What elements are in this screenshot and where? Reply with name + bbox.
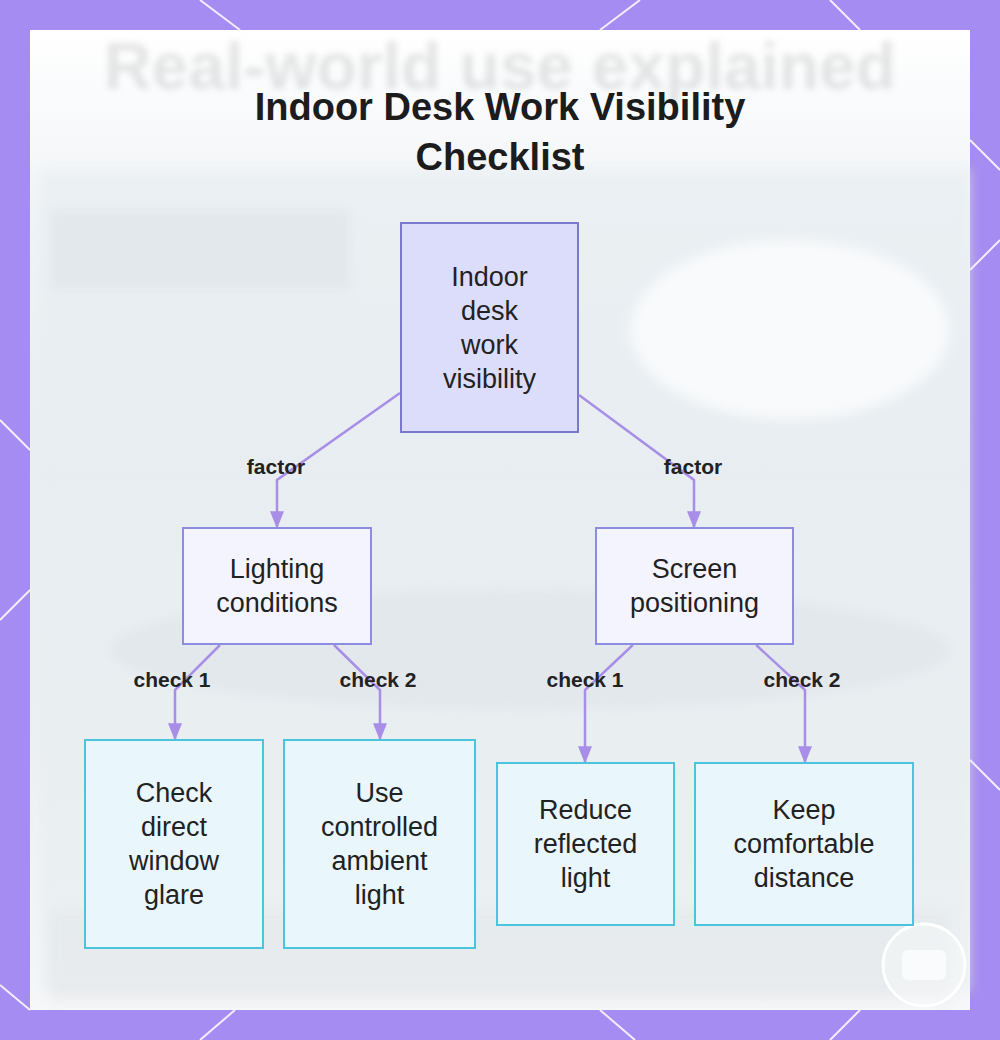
edge-label: check 2: [763, 668, 840, 692]
edge-label: check 1: [133, 668, 210, 692]
edge-label: factor: [664, 455, 722, 479]
node-text: Check direct window glare: [111, 776, 237, 912]
edge-label: check 2: [339, 668, 416, 692]
check-box: Reduce reflected light: [496, 762, 675, 926]
node-text: Screen positioning: [617, 552, 772, 620]
edge-label: check 1: [546, 668, 623, 692]
check-box: Use controlled ambient light: [283, 739, 476, 949]
connector-arrow: [175, 645, 220, 739]
connector-arrow: [585, 645, 633, 762]
check-box: Check direct window glare: [84, 739, 264, 949]
connector-arrow: [756, 645, 805, 762]
node-text: Keep comfortable distance: [716, 793, 892, 895]
edge-label: factor: [247, 455, 305, 479]
check-box: Keep comfortable distance: [694, 762, 914, 926]
root-box: Indoor desk work visibility: [400, 222, 579, 433]
factor-box: Screen positioning: [595, 527, 794, 645]
node-text: Use controlled ambient light: [311, 776, 448, 912]
node-text: Reduce reflected light: [522, 793, 649, 895]
connector-arrow: [334, 645, 380, 739]
diagram-title: Indoor Desk Work Visibility Checklist: [220, 82, 780, 182]
factor-box: Lighting conditions: [182, 527, 372, 645]
node-text: Lighting conditions: [204, 552, 350, 620]
node-text: Indoor desk work visibility: [432, 260, 547, 396]
